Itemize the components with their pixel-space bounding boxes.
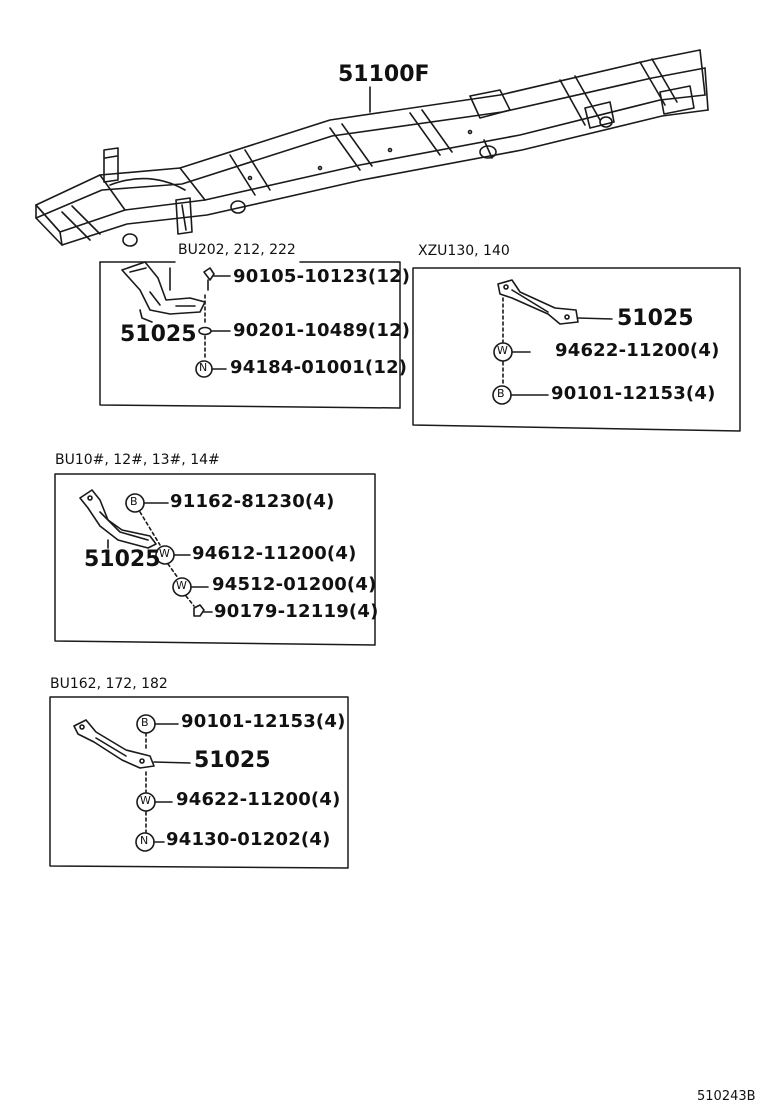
bracket-label-bu10[interactable]: 51025 (84, 547, 161, 572)
frame-part-number[interactable]: 51100F (338, 62, 430, 87)
part-90101-12153-xzu[interactable]: 90101-12153(4) (551, 383, 716, 404)
part-91162-81230[interactable]: 91162-81230(4) (170, 491, 335, 512)
part-94622-11200-xzu[interactable]: 94622-11200(4) (555, 340, 720, 361)
part-90101-12153-bu162[interactable]: 90101-12153(4) (181, 711, 346, 732)
nut-symbol-icon: N (199, 361, 208, 374)
part-94130-01202[interactable]: 94130-01202(4) (166, 829, 331, 850)
bracket-label-xzu130[interactable]: 51025 (617, 306, 694, 331)
bracket-51025-xzu130-drawing (497, 279, 579, 325)
part-94512-01200[interactable]: 94512-01200(4) (212, 574, 377, 595)
bracket-51025-bu162-drawing (73, 719, 155, 769)
part-90179-12119[interactable]: 90179-12119(4) (214, 601, 379, 622)
part-94184-01001[interactable]: 94184-01001(12) (230, 357, 408, 378)
washer-symbol-icon: W (140, 794, 151, 807)
washer-symbol-icon: W (176, 579, 187, 592)
bracket-label-bu202[interactable]: 51025 (120, 322, 197, 347)
bracket-51025-bu202-drawing (121, 261, 206, 315)
group-header-bu202: BU202, 212, 222 (178, 242, 296, 258)
part-90105-10123[interactable]: 90105-10123(12) (233, 266, 411, 287)
chassis-frame-drawing (35, 49, 709, 247)
bracket-51025-bu10-drawing (79, 489, 157, 549)
part-94612-11200[interactable]: 94612-11200(4) (192, 543, 357, 564)
bracket-label-bu162[interactable]: 51025 (194, 748, 271, 773)
group-header-bu162: BU162, 172, 182 (50, 676, 168, 692)
washer-symbol-icon: W (159, 547, 170, 560)
bolt-symbol-icon: B (497, 387, 505, 400)
washer-symbol-icon: W (497, 344, 508, 357)
bolt-symbol-icon: B (141, 716, 149, 729)
part-90201-10489[interactable]: 90201-10489(12) (233, 320, 411, 341)
group-header-xzu130: XZU130, 140 (418, 243, 510, 259)
group-header-bu10: BU10#, 12#, 13#, 14# (55, 452, 220, 468)
nut-symbol-icon: N (140, 834, 149, 847)
diagram-code: 510243B (697, 1089, 756, 1104)
bolt-symbol-icon: B (130, 495, 138, 508)
part-94622-11200-bu162[interactable]: 94622-11200(4) (176, 789, 341, 810)
